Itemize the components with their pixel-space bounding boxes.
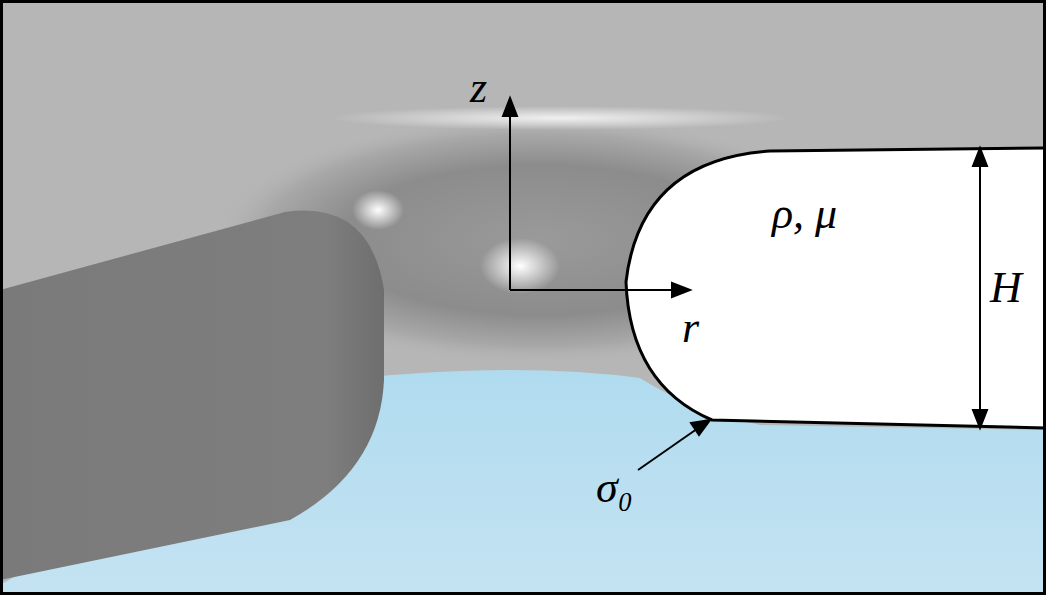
thickness-dimension xyxy=(979,156,981,420)
axis-label: r xyxy=(682,306,699,350)
surface-tension-label: σ₀ xyxy=(596,466,633,510)
r-axis xyxy=(510,289,684,291)
leader-line xyxy=(638,424,704,470)
specular-spot xyxy=(352,190,404,230)
arrow-head xyxy=(691,420,710,435)
cylinder-rim xyxy=(0,211,384,580)
property-label: ρ, μ xyxy=(772,192,837,236)
specular-spot xyxy=(480,238,560,294)
dimension-label: H xyxy=(990,266,1022,310)
rim-highlight xyxy=(330,106,790,130)
z-axis xyxy=(509,104,511,290)
arrow-head xyxy=(973,410,987,428)
sheet-outline xyxy=(626,148,1046,428)
arrow-head xyxy=(973,148,987,166)
sheet-section xyxy=(626,148,1046,428)
arrow-head xyxy=(503,98,517,116)
axis-label: z xyxy=(470,66,487,110)
arrow-head xyxy=(672,283,690,297)
